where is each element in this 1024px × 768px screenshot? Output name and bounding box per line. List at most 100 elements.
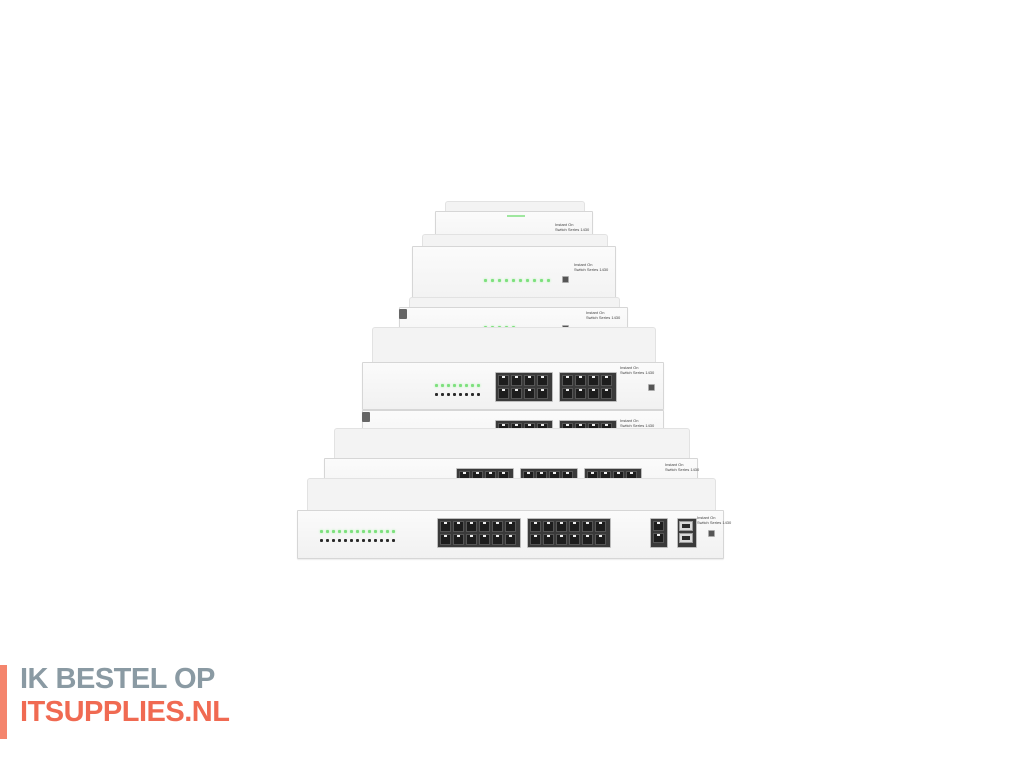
switch-top-cover: [334, 428, 690, 459]
status-led: [477, 393, 480, 396]
series-name: Switch Series 1430: [620, 423, 655, 428]
status-led: [471, 393, 474, 396]
status-led: [356, 530, 359, 533]
banner-line-1: IK BESTEL OP: [20, 663, 215, 695]
status-led: [447, 393, 450, 396]
status-led: [326, 539, 329, 542]
rj45-port: [582, 521, 593, 532]
rj45-port: [511, 375, 522, 386]
status-led: [374, 539, 377, 542]
rj45-port: [524, 388, 535, 399]
switch-top-cover: [409, 297, 620, 308]
brand-name: Instant On: [586, 310, 605, 315]
status-led: [453, 384, 456, 387]
rj45-port: [492, 521, 503, 532]
brand-name: Instant On: [574, 262, 593, 267]
status-led: [441, 393, 444, 396]
shop-banner: IK BESTEL OP ITSUPPLIES.NL: [0, 663, 260, 743]
rj45-port: [601, 388, 612, 399]
mounting-tab: [362, 412, 370, 422]
rj45-port: [556, 521, 567, 532]
status-led: [435, 393, 438, 396]
status-led: [484, 279, 487, 282]
series-name: Switch Series 1430: [555, 227, 590, 232]
rj45-port: [498, 375, 509, 386]
rj45-port: [440, 521, 451, 532]
rj45-port: [575, 375, 586, 386]
status-led: [368, 539, 371, 542]
status-led: [332, 539, 335, 542]
reset-button: [708, 530, 715, 537]
status-led: [519, 279, 522, 282]
rj45-port: [562, 388, 573, 399]
status-led: [344, 530, 347, 533]
rj45-port: [582, 534, 593, 545]
status-led: [320, 530, 323, 533]
status-led: [441, 384, 444, 387]
status-led: [380, 539, 383, 542]
rj45-port: [498, 388, 509, 399]
rj45-port: [440, 534, 451, 545]
reset-button: [648, 384, 655, 391]
sfp-port: [679, 533, 693, 543]
switch-top-cover: [372, 327, 656, 363]
rj45-port: [562, 375, 573, 386]
status-led: [392, 539, 395, 542]
brand-name: Instant On: [697, 515, 716, 520]
status-led: [362, 539, 365, 542]
rj45-port: [453, 521, 464, 532]
status-led: [356, 539, 359, 542]
status-led: [447, 384, 450, 387]
status-led: [526, 279, 529, 282]
sfp-port: [679, 521, 693, 531]
status-led: [350, 530, 353, 533]
status-led: [453, 393, 456, 396]
rj45-port: [543, 521, 554, 532]
rj45-port: [569, 521, 580, 532]
rj45-port: [505, 521, 516, 532]
status-led: [465, 393, 468, 396]
series-name: Switch Series 1430: [574, 267, 609, 272]
status-led: [533, 279, 536, 282]
switch-top-cover: [445, 201, 585, 212]
status-led: [362, 530, 365, 533]
status-led: [332, 530, 335, 533]
rj45-port: [479, 534, 490, 545]
rj45-port: [569, 534, 580, 545]
status-led: [326, 530, 329, 533]
mounting-tab: [399, 309, 407, 319]
rj45-port: [543, 534, 554, 545]
status-led: [386, 530, 389, 533]
rj45-port: [588, 375, 599, 386]
status-led: [512, 279, 515, 282]
status-led: [505, 279, 508, 282]
rj45-port: [530, 521, 541, 532]
rj45-port: [524, 375, 535, 386]
status-led: [459, 384, 462, 387]
status-light-strip: [507, 215, 525, 217]
banner-line-2: ITSUPPLIES.NL: [20, 696, 230, 728]
rj45-port: [595, 534, 606, 545]
rj45-port: [466, 521, 477, 532]
switch-top-cover: [307, 478, 716, 511]
brand-name: Instant On: [555, 222, 574, 227]
rj45-port: [492, 534, 503, 545]
status-led: [471, 384, 474, 387]
rj45-port: [453, 534, 464, 545]
status-led: [547, 279, 550, 282]
status-led: [540, 279, 543, 282]
series-name: Switch Series 1430: [620, 370, 655, 375]
status-led: [459, 393, 462, 396]
switch-top-cover: [422, 234, 608, 247]
status-led: [386, 539, 389, 542]
status-led: [435, 384, 438, 387]
status-led: [320, 539, 323, 542]
uplink-port: [653, 533, 664, 543]
brand-name: Instant On: [620, 418, 639, 423]
